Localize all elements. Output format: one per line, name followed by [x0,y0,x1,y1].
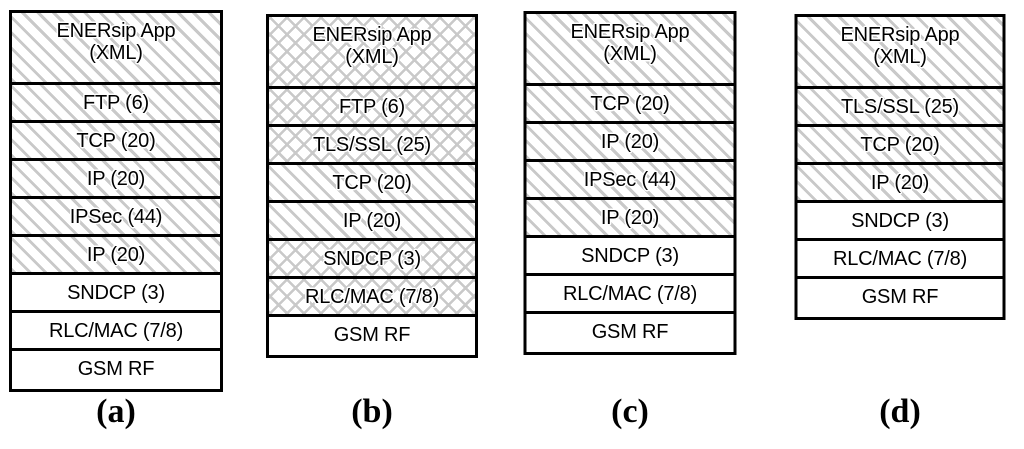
protocol-stack-b: ENERsip App(XML) FTP (6) TLS/SSL (25) TCP (… [266,14,478,358]
protocol-layer-label: FTP (6) [338,96,405,118]
stack-caption-d: (d) [879,393,921,430]
protocol-layer: TLS/SSL (25) [269,127,475,165]
protocol-layer: ENERsip App(XML) [526,14,734,86]
protocol-layer: GSM RF [269,317,475,355]
protocol-layer-label: GSM RF [333,324,411,346]
stack-column-c: ENERsip App(XML) TCP (20) IP (20) IPSec (44… [514,0,746,449]
protocol-layer: TLS/SSL (25) [797,89,1003,127]
protocol-stack-c: ENERsip App(XML) TCP (20) IP (20) IPSec (44… [523,11,737,355]
protocol-layer: RLC/MAC (7/8) [526,276,734,314]
protocol-layer-label: ENERsip App(XML) [570,21,690,66]
protocol-layer: IP (20) [12,237,220,275]
stack-caption-b: (b) [351,393,393,430]
protocol-layer-label: TLS/SSL (25) [840,96,960,118]
protocol-layer: IP (20) [526,200,734,238]
protocol-layer-label: GSM RF [591,321,669,343]
stack-column-b: ENERsip App(XML) FTP (6) TLS/SSL (25) TCP (… [256,0,488,449]
protocol-layer-label: IP (20) [342,210,402,232]
protocol-layer-label: IPSec (44) [69,206,163,228]
protocol-layer: IPSec (44) [526,162,734,200]
protocol-layer-label: IP (20) [600,131,660,153]
protocol-layer: FTP (6) [269,89,475,127]
stack-column-a: ENERsip App(XML) FTP (6) TCP (20) IP (20) IP… [0,0,232,449]
protocol-layer-label: SNDCP (3) [67,282,165,304]
protocol-layer: TCP (20) [797,127,1003,165]
protocol-layer-label: TCP (20) [860,134,940,156]
stack-caption-a: (a) [96,393,136,430]
protocol-layer-label: ENERsip App(XML) [840,24,960,69]
protocol-stack-d: ENERsip App(XML) TLS/SSL (25) TCP (20) IP (… [794,14,1006,320]
protocol-layer: ENERsip App(XML) [12,13,220,85]
protocol-layer: IP (20) [797,165,1003,203]
protocol-layer: ENERsip App(XML) [269,17,475,89]
protocol-layer: ENERsip App(XML) [797,17,1003,89]
protocol-layer: GSM RF [797,279,1003,317]
protocol-stack-a: ENERsip App(XML) FTP (6) TCP (20) IP (20) IP… [9,10,223,392]
protocol-layer-label: TLS/SSL (25) [312,134,432,156]
protocol-layer: RLC/MAC (7/8) [12,313,220,351]
protocol-layer: RLC/MAC (7/8) [797,241,1003,279]
stack-caption-c: (c) [611,393,649,430]
protocol-layer-label: SNDCP (3) [323,248,421,270]
protocol-layer-label: GSM RF [77,358,155,380]
protocol-layer-label: IP (20) [86,244,146,266]
protocol-layer: SNDCP (3) [12,275,220,313]
protocol-layer-label: IP (20) [600,207,660,229]
protocol-layer: TCP (20) [12,123,220,161]
protocol-layer: TCP (20) [526,86,734,124]
protocol-layer: IP (20) [269,203,475,241]
protocol-layer-label: TCP (20) [332,172,412,194]
protocol-layer: IP (20) [526,124,734,162]
protocol-layer-label: RLC/MAC (7/8) [562,283,698,305]
protocol-layer-label: RLC/MAC (7/8) [304,286,440,308]
protocol-layer: SNDCP (3) [797,203,1003,241]
protocol-layer: IPSec (44) [12,199,220,237]
protocol-layer-label: IP (20) [870,172,930,194]
protocol-layer: GSM RF [12,351,220,389]
protocol-layer-label: ENERsip App(XML) [56,20,176,65]
protocol-layer: GSM RF [526,314,734,352]
protocol-layer-label: IPSec (44) [583,169,677,191]
protocol-layer-label: RLC/MAC (7/8) [48,320,184,342]
stack-column-d: ENERsip App(XML) TLS/SSL (25) TCP (20) IP (… [784,0,1016,449]
protocol-layer: RLC/MAC (7/8) [269,279,475,317]
protocol-layer-label: TCP (20) [590,93,670,115]
protocol-layer-label: ENERsip App(XML) [312,24,432,69]
protocol-layer-label: TCP (20) [76,130,156,152]
protocol-layer: SNDCP (3) [269,241,475,279]
protocol-layer: IP (20) [12,161,220,199]
protocol-layer-label: FTP (6) [82,92,149,114]
protocol-layer: FTP (6) [12,85,220,123]
protocol-layer-label: RLC/MAC (7/8) [832,248,968,270]
protocol-layer-label: IP (20) [86,168,146,190]
protocol-layer: TCP (20) [269,165,475,203]
protocol-layer-label: SNDCP (3) [851,210,949,232]
protocol-layer: SNDCP (3) [526,238,734,276]
protocol-layer-label: GSM RF [861,286,939,308]
protocol-layer-label: SNDCP (3) [581,245,679,267]
